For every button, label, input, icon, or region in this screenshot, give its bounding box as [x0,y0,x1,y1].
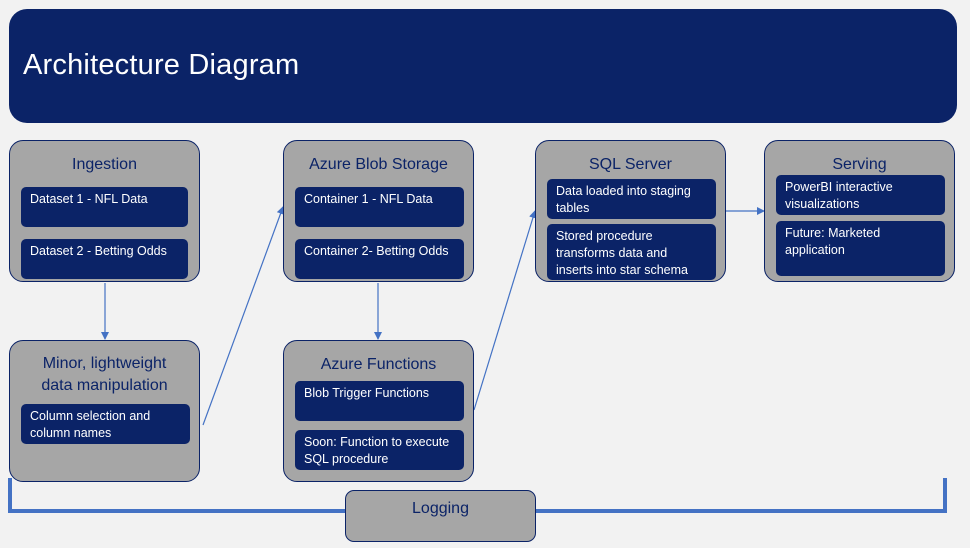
ingestion-item-betting-odds: Dataset 2 - Betting Odds [21,239,188,279]
serving-title: Serving [832,156,887,173]
manipulation-title-line2: data manipulation [41,377,168,394]
arrow-functions-to-sql [473,210,537,411]
sql-server-stage: SQL Server Data loaded into staging tabl… [535,140,726,282]
functions-item-blob-trigger: Blob Trigger Functions [295,381,464,421]
azure-functions-stage: Azure Functions Blob Trigger Functions S… [283,340,474,482]
page-title: Architecture Diagram [23,49,300,81]
blob-item-container-2: Container 2- Betting Odds [295,239,464,279]
functions-item-sql-procedure: Soon: Function to execute SQL procedure [295,430,464,470]
arrow-manipulation-to-blob [202,206,285,426]
manipulation-title-line1: Minor, lightweight [42,355,167,372]
manipulation-item-column-selection: Column selection and column names [21,404,190,444]
title-banner: Architecture Diagram [9,9,957,123]
ingestion-title: Ingestion [72,156,137,173]
blob-item-container-1: Container 1 - NFL Data [295,187,464,227]
serving-item-powerbi: PowerBI interactive visualizations [776,175,945,215]
sql-item-staging-tables: Data loaded into staging tables [547,179,716,219]
logging-label: Logging [412,500,469,517]
serving-stage: Serving PowerBI interactive visualizatio… [764,140,955,282]
blob-storage-title: Azure Blob Storage [309,156,448,173]
ingestion-stage: Ingestion Dataset 1 - NFL Data Dataset 2… [9,140,200,282]
manipulation-stage: Minor, lightweight data manipulation Col… [9,340,200,482]
azure-functions-title: Azure Functions [320,356,437,373]
sql-server-title: SQL Server [589,156,672,173]
blob-storage-stage: Azure Blob Storage Container 1 - NFL Dat… [283,140,474,282]
ingestion-item-nfl-data: Dataset 1 - NFL Data [21,187,188,227]
logging-box: Logging [345,490,536,542]
sql-item-stored-procedure: Stored procedure transforms data and ins… [547,224,716,280]
serving-item-marketed-application: Future: Marketed application [776,221,945,276]
